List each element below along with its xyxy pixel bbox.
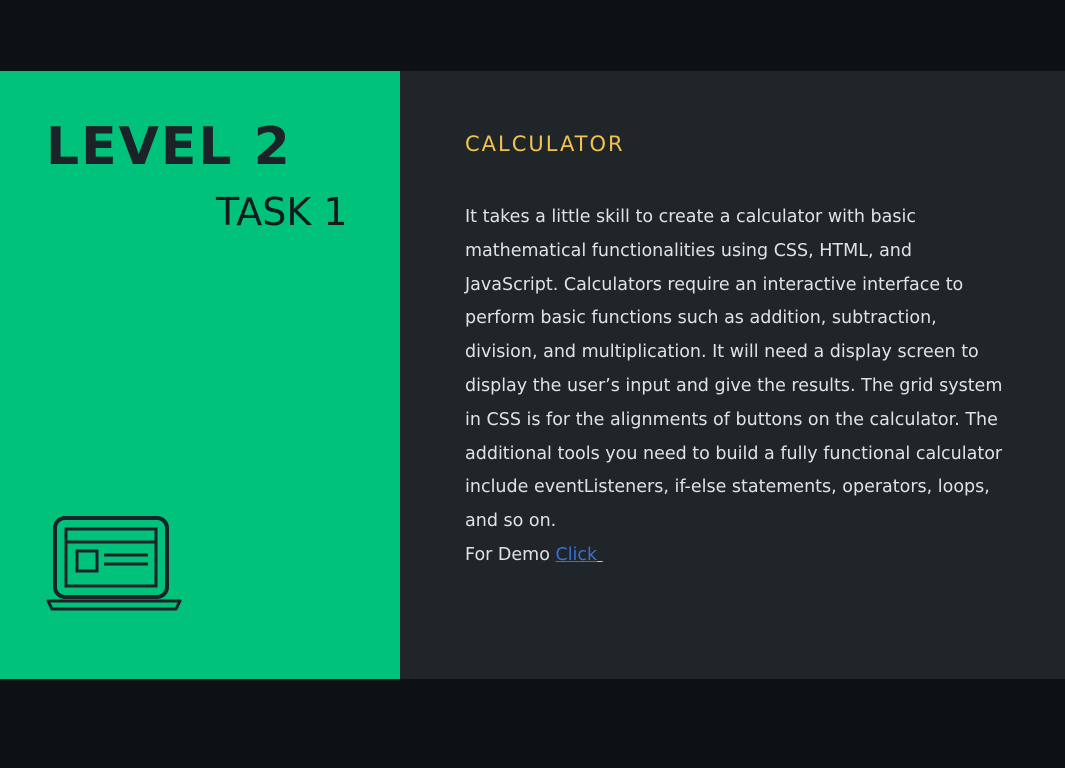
section-heading: CALCULATOR — [465, 132, 625, 156]
task-subtitle: TASK 1 — [216, 190, 348, 234]
right-panel — [400, 71, 1065, 679]
description-text: It takes a little skill to create a calc… — [465, 207, 1003, 532]
demo-click-link[interactable]: Click — [555, 545, 598, 565]
level-title: LEVEL 2 — [46, 117, 292, 177]
demo-link-tail — [597, 545, 603, 565]
left-panel: LEVEL 2 TASK 1 — [0, 71, 400, 679]
laptop-icon — [46, 516, 182, 611]
demo-line: For Demo Click — [465, 539, 603, 573]
demo-label: For Demo — [465, 545, 556, 565]
slide: LEVEL 2 TASK 1 — [0, 71, 1065, 679]
